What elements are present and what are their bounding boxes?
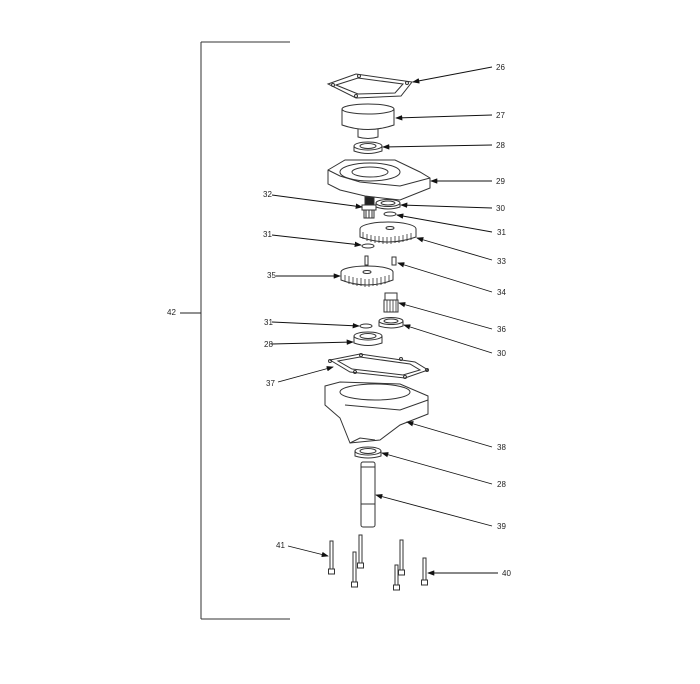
part-label-41: 41 [276,541,285,550]
part-32-pinion [361,196,377,219]
part-label-28: 28 [497,480,506,489]
part-37-gasket [328,353,430,379]
part-30-bearing [378,317,404,329]
part-label-27: 27 [496,111,505,120]
part-28-bearing [354,446,382,459]
part-36-spline-shaft [383,292,399,313]
part-29-upper-housing [327,159,431,201]
part-label-38: 38 [497,443,506,452]
part-label-31: 31 [264,318,273,327]
part-38-lower-housing [324,381,429,444]
part-41-screws [328,534,364,588]
part-31-washer [383,211,397,217]
part-label-31: 31 [263,230,272,239]
part-label-34: 34 [497,288,506,297]
part-34-pin [391,256,397,266]
part-label-28: 28 [264,340,273,349]
assembly-bracket [180,41,290,620]
part-label-29: 29 [496,177,505,186]
part-26-gasket [326,73,413,99]
assembly-label-42: 42 [167,308,176,317]
part-label-26: 26 [496,63,505,72]
part-30-bearing [375,199,401,210]
part-28-bearing [353,141,383,154]
part-label-30: 30 [496,204,505,213]
part-35-gear [340,255,394,287]
part-31-washer [359,323,373,329]
part-label-28: 28 [496,141,505,150]
part-label-32: 32 [263,190,272,199]
part-label-37: 37 [266,379,275,388]
part-28-bearing [353,331,383,346]
part-label-30: 30 [497,349,506,358]
part-label-36: 36 [497,325,506,334]
part-27-cup [341,103,395,139]
part-40-screws [393,539,428,591]
part-label-39: 39 [497,522,506,531]
part-label-33: 33 [497,257,506,266]
part-label-35: 35 [267,271,276,280]
part-label-31: 31 [497,228,506,237]
part-label-40: 40 [502,569,511,578]
leader-lines [271,66,498,576]
part-31-washer [361,243,375,249]
part-39-shaft [360,461,376,528]
part-33-gear [359,221,417,244]
